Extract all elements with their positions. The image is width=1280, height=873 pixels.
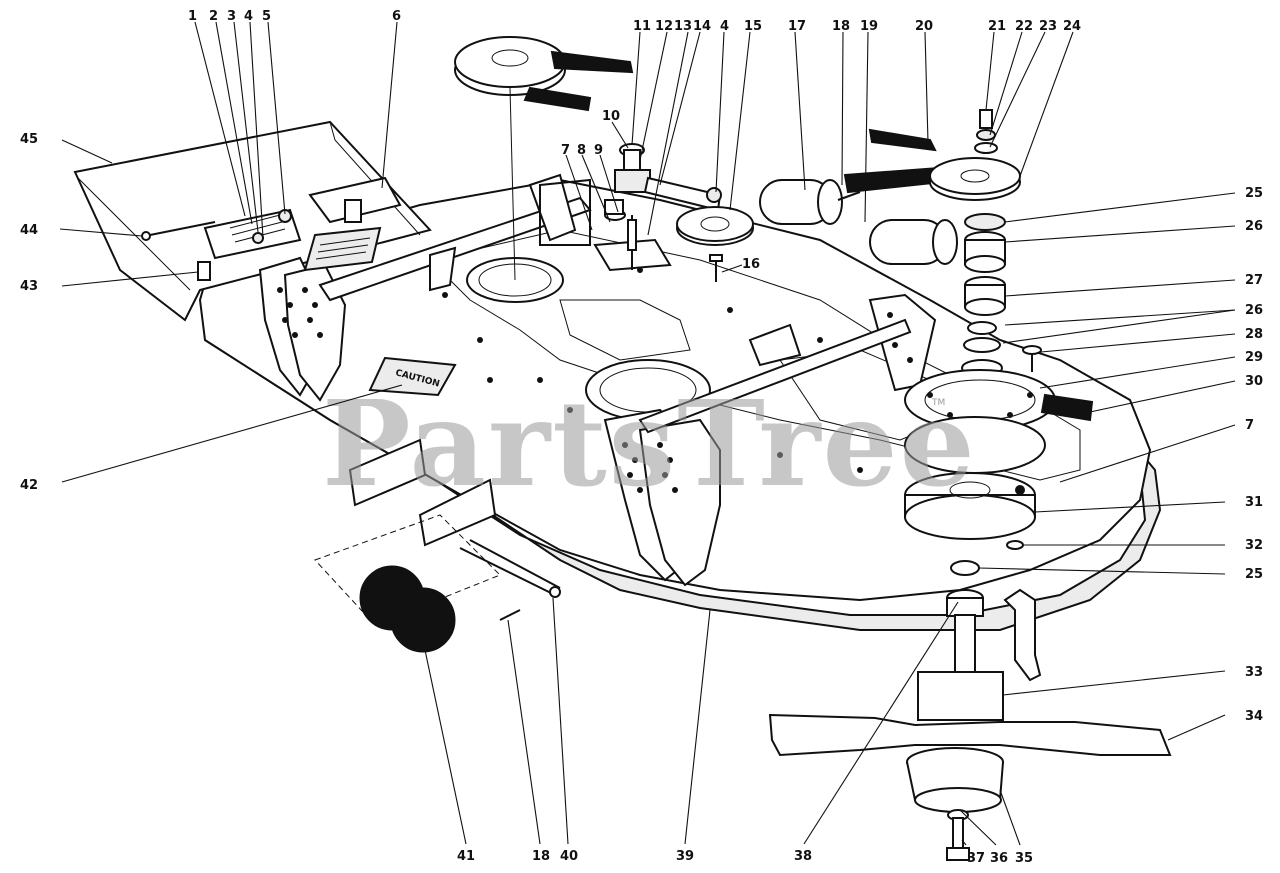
caution-decal: CAUTION: [303, 226, 457, 397]
callout-43: 43: [20, 279, 38, 294]
side-brackets: [603, 293, 937, 587]
callout-numbers: 1 2 3 4 5 6 45 44 43 42 41 18 40 39 38 3…: [20, 9, 1263, 866]
callout-9: 9: [594, 143, 603, 158]
blade-spindle-assembly: [768, 109, 1172, 861]
callout-38: 38: [794, 849, 812, 864]
callout-7-right: 7: [1245, 418, 1254, 433]
idler-arm-assembly: [318, 143, 958, 302]
callout-32: 32: [1245, 538, 1263, 553]
watermark-trademark: TM: [931, 398, 945, 408]
callout-39: 39: [676, 849, 694, 864]
callout-11: 11: [633, 19, 651, 34]
callout-25-upper: 25: [1245, 186, 1263, 201]
callout-21: 21: [988, 19, 1006, 34]
callout-28: 28: [1245, 327, 1263, 342]
callout-16: 16: [742, 257, 760, 272]
callout-2: 2: [209, 9, 218, 24]
callout-18-top: 18: [832, 19, 850, 34]
engine-drive-pulley: [454, 36, 634, 281]
callout-26-lower: 26: [1245, 303, 1263, 318]
callout-3: 3: [227, 9, 236, 24]
callout-31: 31: [1245, 495, 1263, 510]
callout-23: 23: [1039, 19, 1057, 34]
callout-15: 15: [744, 19, 762, 34]
callout-20: 20: [915, 19, 933, 34]
callout-27: 27: [1245, 273, 1263, 288]
anti-scalp-roller-upper: [759, 179, 861, 225]
callout-22: 22: [1015, 19, 1033, 34]
anti-scalp-roller-lower: [869, 219, 958, 265]
callout-12: 12: [655, 19, 673, 34]
callout-5: 5: [262, 9, 271, 24]
callout-4-top: 4: [720, 19, 729, 34]
front-wheels-assembly: [314, 438, 561, 653]
callout-29: 29: [1245, 350, 1263, 365]
callout-10: 10: [602, 109, 620, 124]
callout-18-bottom: 18: [532, 849, 550, 864]
callout-42: 42: [20, 478, 38, 493]
callout-leaders: [59, 21, 1236, 846]
callout-44: 44: [20, 223, 38, 238]
callout-14: 14: [693, 19, 711, 34]
callout-36: 36: [990, 851, 1008, 866]
callout-30: 30: [1245, 374, 1263, 389]
callout-4: 4: [244, 9, 253, 24]
callout-24: 24: [1063, 19, 1081, 34]
callout-17: 17: [788, 19, 806, 34]
callout-26-upper: 26: [1245, 219, 1263, 234]
watermark-text: PartsTree: [322, 374, 977, 513]
callout-13: 13: [674, 19, 692, 34]
callout-34: 34: [1245, 709, 1263, 724]
callout-7-top: 7: [561, 143, 570, 158]
callout-45: 45: [20, 132, 38, 147]
callout-8: 8: [577, 143, 586, 158]
callout-33: 33: [1245, 665, 1263, 680]
callout-19: 19: [860, 19, 878, 34]
callout-6: 6: [392, 9, 401, 24]
callout-40: 40: [560, 849, 578, 864]
callout-35: 35: [1015, 851, 1033, 866]
watermark: PartsTree TM: [322, 374, 977, 513]
callout-1: 1: [188, 9, 197, 24]
callout-41: 41: [457, 849, 475, 864]
callout-25-lower: 25: [1245, 567, 1263, 582]
callout-37: 37: [967, 851, 985, 866]
